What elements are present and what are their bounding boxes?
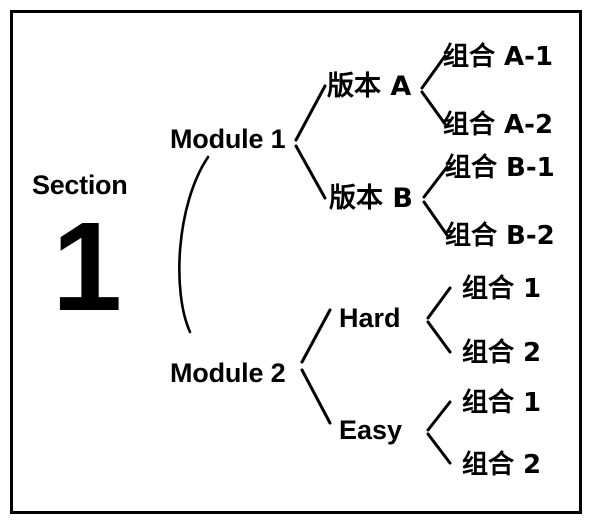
- node-easy-combo-2[interactable]: 组合 2: [462, 450, 542, 480]
- node-easy-combo-1[interactable]: 组合 1: [462, 388, 542, 418]
- node-hard[interactable]: Hard: [339, 303, 401, 333]
- node-easy[interactable]: Easy: [339, 415, 403, 445]
- root-label-section: Section: [32, 170, 128, 200]
- node-combo-a-2[interactable]: 组合 A-2: [443, 110, 554, 140]
- node-combo-b-2[interactable]: 组合 B-2: [445, 221, 555, 251]
- node-combo-a-1[interactable]: 组合 A-1: [443, 42, 554, 72]
- node-hard-combo-1[interactable]: 组合 1: [462, 274, 542, 304]
- node-combo-b-1[interactable]: 组合 B-1: [445, 153, 555, 183]
- node-module-1[interactable]: Module 1: [170, 124, 286, 154]
- node-module-2[interactable]: Module 2: [170, 358, 286, 388]
- node-version-a[interactable]: 版本 A: [327, 71, 412, 102]
- node-hard-combo-2[interactable]: 组合 2: [462, 338, 542, 368]
- node-version-b[interactable]: 版本 B: [329, 183, 413, 214]
- root-label-number: 1: [52, 196, 122, 337]
